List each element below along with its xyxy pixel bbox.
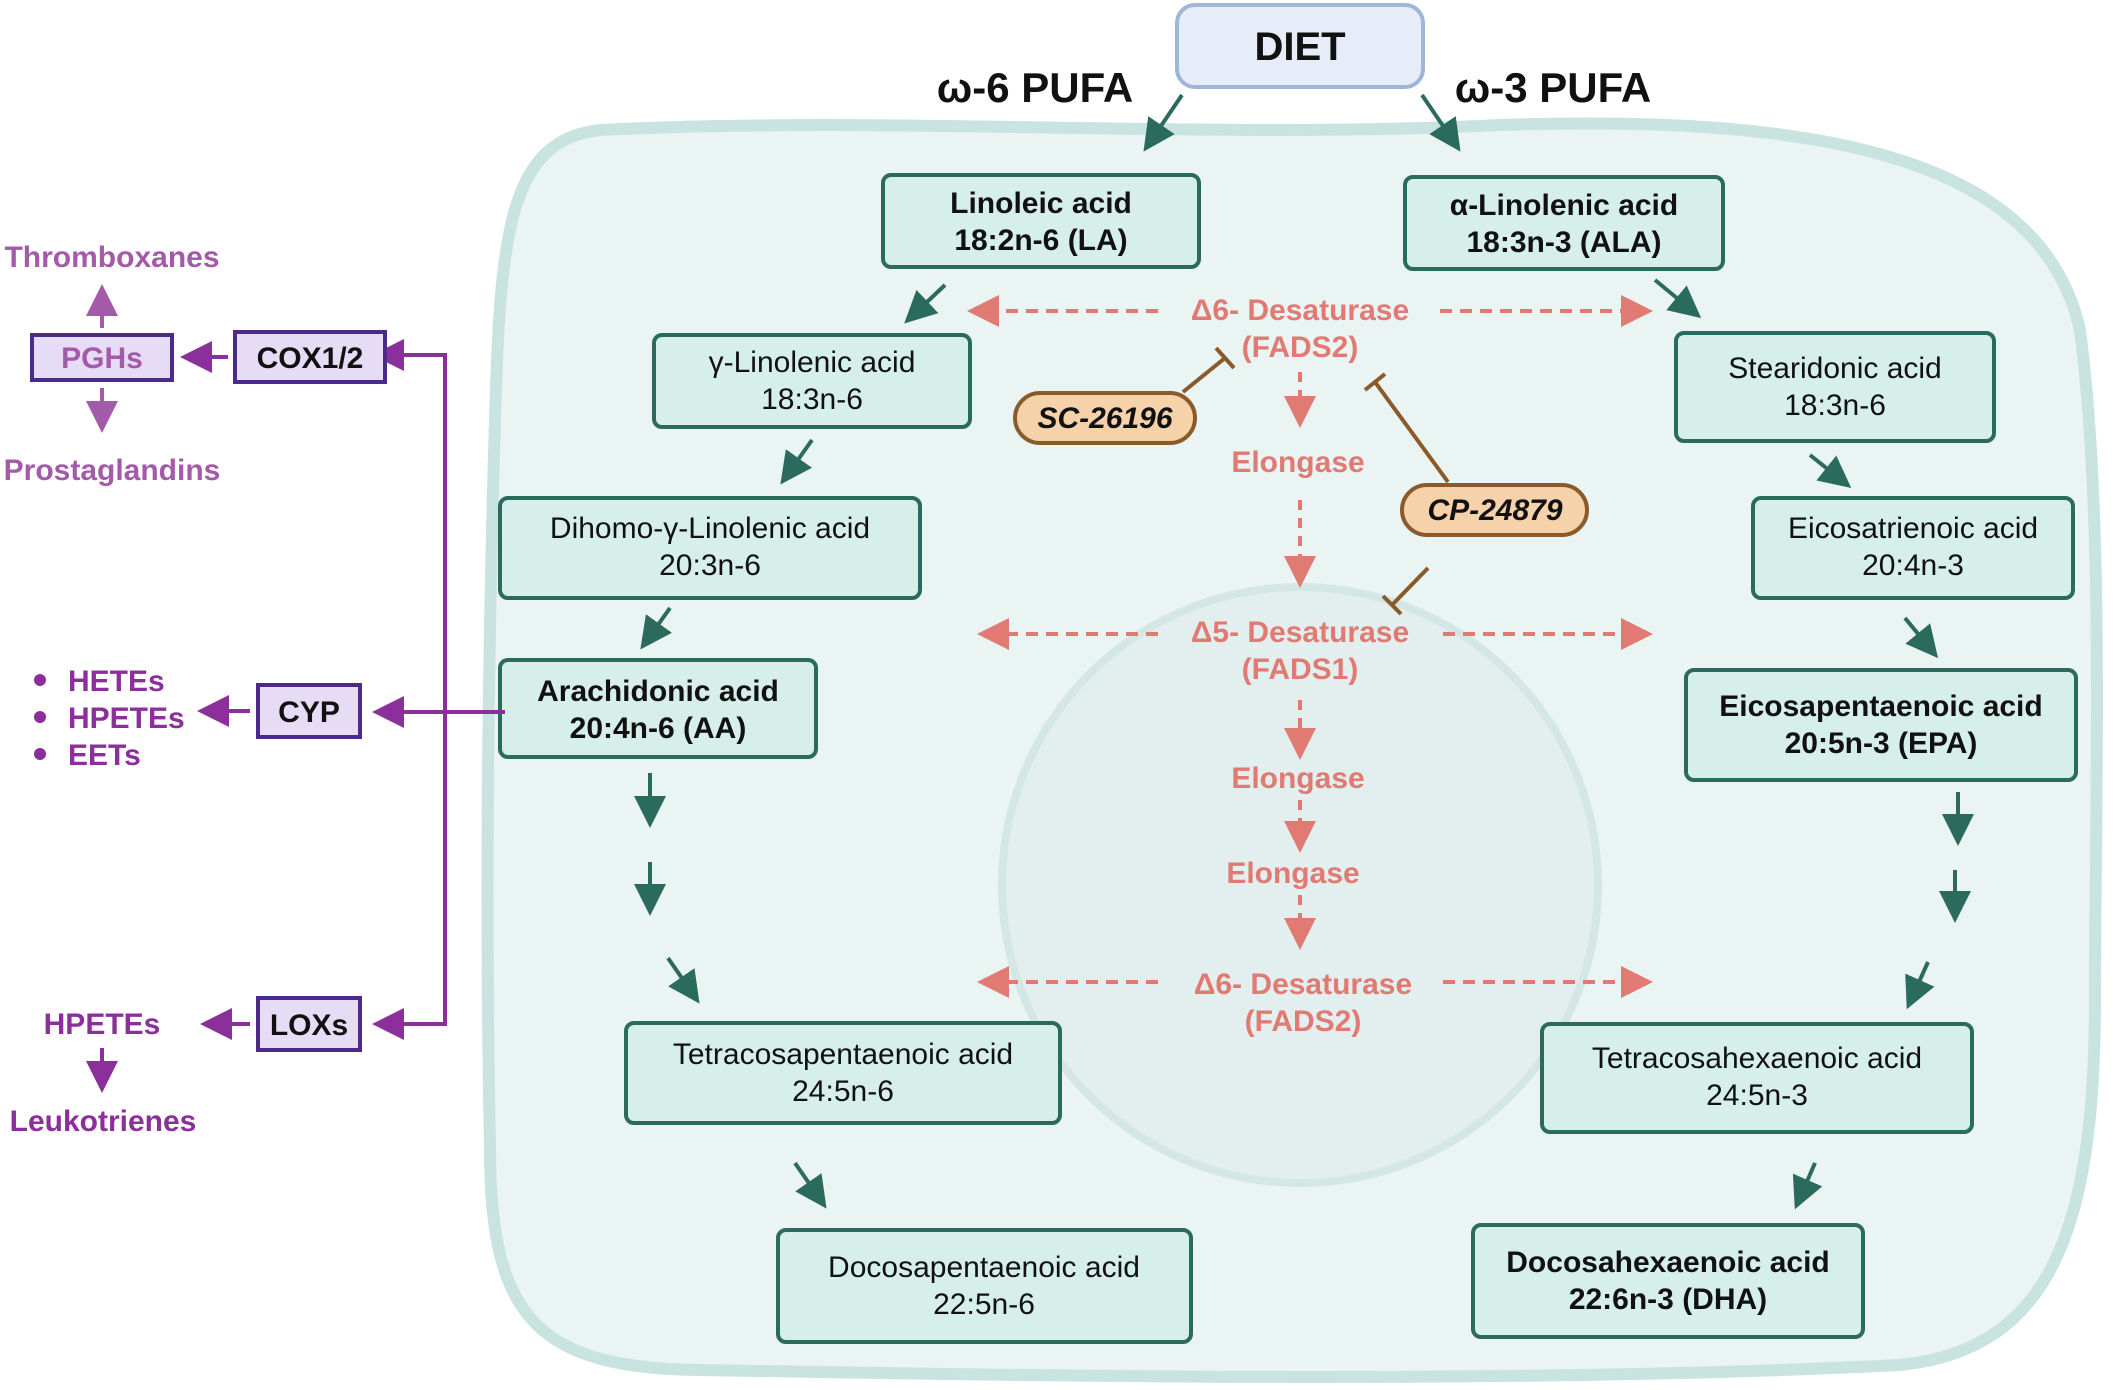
inhibitor-sc26196-line [1181,356,1227,394]
cyp-products-list: HETEs HPETEs EETs [34,665,185,772]
inhibitor-cp24879-bar-down [1381,594,1403,616]
enzyme-elongase-3: Elongase [1226,857,1359,890]
box-line1: Stearidonic acid [1728,352,1941,385]
aa-pathway-lox-branch [372,712,447,1040]
enzyme-elongase-1: Elongase [1231,446,1364,479]
omega6-box-dihomo: Dihomo-γ-Linolenic acid 20:3n-6 [498,496,922,600]
omega6-box-arachidonic: Arachidonic acid 20:4n-6 (AA) [498,658,818,759]
diet-to-omega3-arrow [1420,93,1461,152]
box-line2: 20:3n-6 [659,549,761,582]
enzyme-box-lox: LOXs [256,996,362,1052]
box-line2: 18:2n-6 (LA) [954,224,1127,257]
arrow-eta-to-epa [1903,616,1939,659]
omega6-box-linoleic: Linoleic acid 18:2n-6 (LA) [881,173,1201,269]
box-line2: 22:6n-3 (DHA) [1569,1283,1767,1316]
aa-pathway-trunk [372,339,505,714]
pgh-box: PGHs [30,333,174,382]
omega6-box-docosapentaenoic: Docosapentaenoic acid 22:5n-6 [776,1228,1193,1344]
enzyme-box-label: COX1/2 [257,342,364,375]
omega3-box-eicosapentaenoic: Eicosapentaenoic acid 20:5n-3 (EPA) [1684,668,2078,782]
box-line1: Linoleic acid [950,187,1132,220]
box-line2: 22:5n-6 [933,1288,1035,1321]
box-line1: Docosahexaenoic acid [1506,1246,1829,1279]
box-line1: Docosapentaenoic acid [828,1251,1140,1284]
box-line1: γ-Linolenic acid [709,346,916,379]
box-line1: Tetracosahexaenoic acid [1592,1042,1922,1075]
inhibitor-cp24879-line-down [1390,566,1430,607]
enzyme-label-line2: (FADS1) [1242,653,1359,686]
inhibitor-cp24879: CP-24879 [1400,483,1589,537]
lox-hpetes-label: HPETEs [44,1008,161,1041]
box-line2: 24:5n-3 [1706,1079,1808,1112]
arrow-sda-to-eta [1808,453,1852,488]
box-line2: 24:5n-6 [792,1075,894,1108]
omega3-box-stearidonic: Stearidonic acid 18:3n-6 [1674,331,1996,443]
thromboxanes-label: Thromboxanes [4,241,219,274]
box-line1: Dihomo-γ-Linolenic acid [550,512,870,545]
omega3-box-tetracosahexaenoic: Tetracosahexaenoic acid 24:5n-3 [1540,1022,1974,1134]
prostaglandins-label: Prostaglandins [4,454,221,487]
inhibitor-sc26196: SC-26196 [1013,391,1197,445]
box-line1: α-Linolenic acid [1450,189,1678,222]
box-line2: 20:4n-6 (AA) [570,712,747,745]
diet-to-omega6-arrow [1143,93,1184,152]
enzyme-label-line1: Δ6- Desaturase [1194,968,1412,1001]
enzyme-row-delta6-bottom: Δ6- Desaturase (FADS2) [977,966,1653,1038]
omega3-box-eicosatrienoic: Eicosatrienoic acid 20:4n-3 [1751,496,2075,600]
arrow-la-to-gla [904,283,947,324]
inhibitor-label: CP-24879 [1427,494,1562,527]
inhibitor-sc26196-bar [1214,346,1236,370]
box-line2: 20:5n-3 (EPA) [1785,727,1978,760]
omega6-box-tetracosapentaenoic: Tetracosapentaenoic acid 24:5n-6 [624,1021,1062,1125]
arrow-dgla-to-aa [640,606,672,650]
arrow-ala-to-sda [1653,278,1702,319]
omega3-box-docosahexaenoic: Docosahexaenoic acid 22:6n-3 (DHA) [1471,1223,1865,1339]
box-line2: 20:4n-3 [1862,549,1964,582]
enzyme-box-cox: COX1/2 [233,330,387,384]
cyp-product-item: HETEs [68,665,165,698]
inhibitor-cp24879-bar-up [1363,372,1387,392]
box-line2: 18:3n-6 [761,383,863,416]
box-line2: 18:3n-6 [1784,389,1886,422]
box-line1: Eicosatrienoic acid [1788,512,2038,545]
enzyme-elongase-2: Elongase [1231,762,1364,795]
enzyme-row-delta5: Δ5- Desaturase (FADS1) [977,616,1653,686]
enzyme-label-line2: (FADS2) [1245,1005,1362,1038]
enzyme-box-label: LOXs [270,1009,348,1042]
arrow-to-docosapentaenoic [793,1161,827,1209]
arrow-to-tetracosahexaenoic [1905,961,1935,1010]
enzyme-label-line1: Δ6- Desaturase [1191,294,1409,327]
omega3-title: ω-3 PUFA [1455,64,1652,111]
inhibitor-label: SC-26196 [1037,402,1172,435]
box-line1: Tetracosapentaenoic acid [673,1038,1013,1071]
box-line1: Eicosapentaenoic acid [1719,690,2042,723]
cyp-product-item: EETs [68,739,141,772]
arrow-gla-to-dgla [780,438,814,485]
enzyme-label-line1: Δ5- Desaturase [1191,616,1409,649]
pgh-label: PGHs [61,342,143,375]
box-line2: 18:3n-3 (ALA) [1466,226,1661,259]
enzyme-box-cyp: CYP [256,683,362,739]
box-line1: Arachidonic acid [537,675,779,708]
inhibitor-cp24879-line-up [1373,380,1450,484]
leukotrienes-label: Leukotrienes [10,1105,197,1138]
enzyme-box-label: CYP [278,696,340,729]
cyp-product-item: HPETEs [68,702,185,735]
enzyme-row-delta6-top: Δ6- Desaturase (FADS2) [967,294,1653,364]
omega3-box-alpha-linolenic: α-Linolenic acid 18:3n-3 (ALA) [1403,175,1725,271]
arrow-to-docosahexaenoic [1792,1162,1823,1210]
arrow-to-tetracosapentaenoic [666,956,700,1004]
diet-label: DIET [1254,25,1345,69]
omega6-title: ω-6 PUFA [937,64,1134,111]
enzyme-label-line2: (FADS2) [1242,331,1359,364]
omega6-box-gamma-linolenic: γ-Linolenic acid 18:3n-6 [652,333,972,429]
diet-box [1175,3,1425,89]
